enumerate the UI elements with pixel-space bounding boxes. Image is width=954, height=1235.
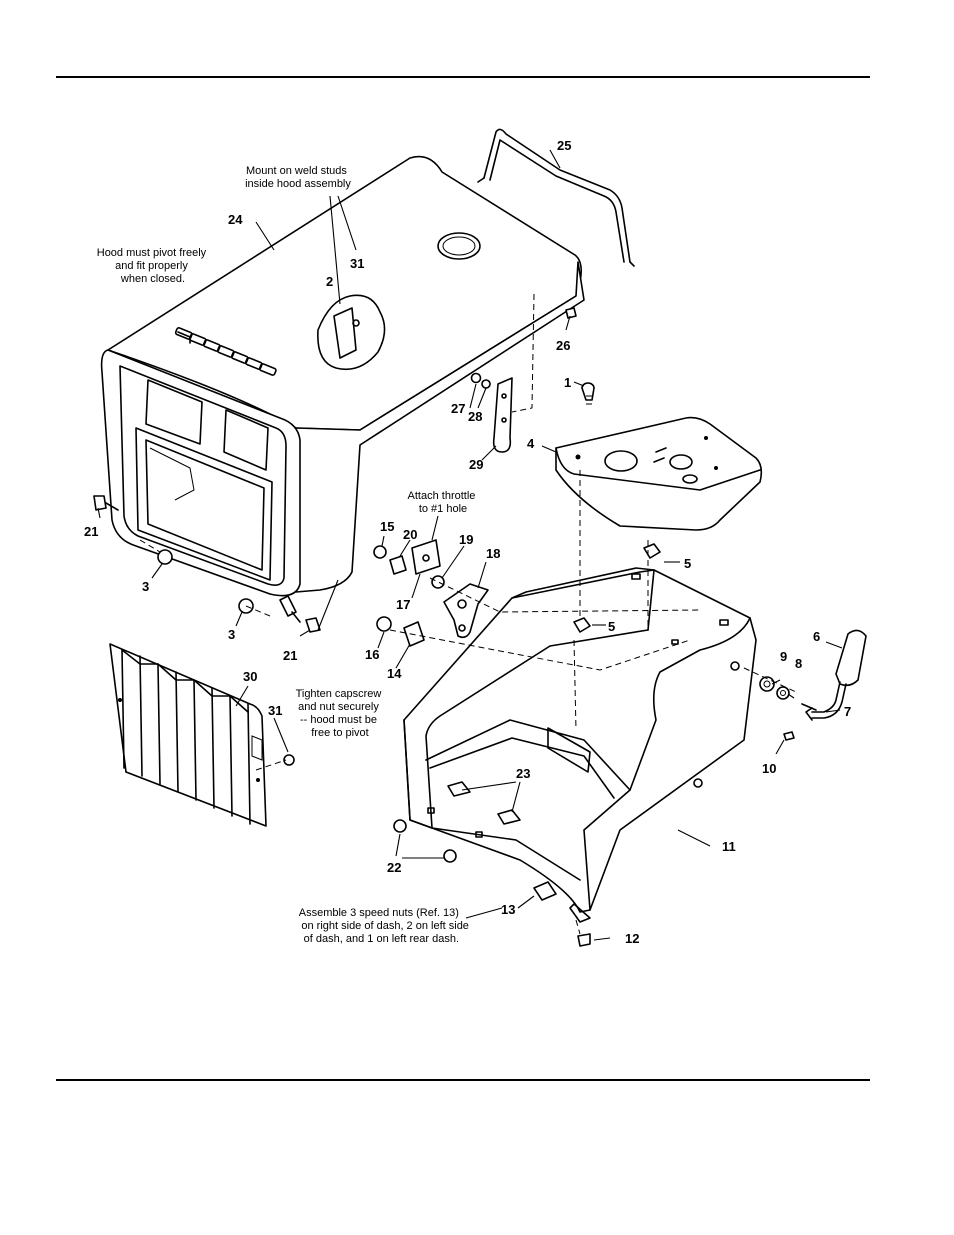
note-weld-studs: Mount on weld studs inside hood assembly <box>245 165 351 190</box>
callout-27: 27 <box>451 401 465 416</box>
hood-assembly <box>100 155 585 597</box>
callout-2: 2 <box>326 274 333 289</box>
throttle-bracket <box>443 583 489 639</box>
callout-24: 24 <box>228 212 243 227</box>
callout-23: 23 <box>516 766 530 781</box>
annotation-notes: Mount on weld studs inside hood assembly… <box>97 165 479 945</box>
dash-top-plate <box>555 416 763 531</box>
callout-3: 3 <box>228 627 235 642</box>
note-capscrew: Tighten capscrew and nut securely -- hoo… <box>296 688 385 739</box>
note-hood-pivot: Hood must pivot freely and fit properly … <box>97 247 210 285</box>
hood-latch-rod <box>477 128 635 267</box>
callout-14: 14 <box>387 666 402 681</box>
hardware <box>93 307 817 947</box>
callout-30: 30 <box>243 669 257 684</box>
callout-18: 18 <box>486 546 500 561</box>
dash-panel <box>403 567 757 923</box>
hood-vents <box>174 327 277 376</box>
callout-21: 21 <box>84 524 98 539</box>
callout-16: 16 <box>365 647 379 662</box>
callout-1: 1 <box>564 375 571 390</box>
top-rule <box>56 76 870 78</box>
callout-13: 13 <box>501 902 515 917</box>
callout-10: 10 <box>762 761 776 776</box>
callout-31: 31 <box>268 703 282 718</box>
leader-lines <box>97 149 843 941</box>
callout-17: 17 <box>396 597 410 612</box>
callout-8: 8 <box>795 656 802 671</box>
callout-19: 19 <box>459 532 473 547</box>
callout-4: 4 <box>527 436 535 451</box>
callout-29: 29 <box>469 457 483 472</box>
callout-25: 25 <box>557 138 571 153</box>
callout-31: 31 <box>350 256 364 271</box>
callout-6: 6 <box>813 629 820 644</box>
assembly-lines <box>139 293 797 935</box>
callout-5: 5 <box>608 619 615 634</box>
note-throttle: Attach throttle to #1 hole <box>408 490 479 515</box>
bottom-rule <box>56 1079 870 1081</box>
note-speed-nuts: Assemble 3 speed nuts (Ref. 13) on right… <box>299 907 472 945</box>
callout-21: 21 <box>283 648 297 663</box>
callout-5: 5 <box>684 556 691 571</box>
callout-28: 28 <box>468 409 482 424</box>
side-screen <box>109 643 267 827</box>
callout-22: 22 <box>387 860 401 875</box>
callout-26: 26 <box>556 338 570 353</box>
callout-12: 12 <box>625 931 639 946</box>
callout-numbers: 1 2 3 3 4 5 5 6 7 8 9 10 11 12 13 14 15 … <box>84 138 851 946</box>
callout-15: 15 <box>380 519 394 534</box>
callout-3: 3 <box>142 579 149 594</box>
callout-7: 7 <box>844 704 851 719</box>
callout-9: 9 <box>780 649 787 664</box>
callout-20: 20 <box>403 527 417 542</box>
throttle-lever <box>805 629 867 721</box>
callout-11: 11 <box>722 839 736 854</box>
